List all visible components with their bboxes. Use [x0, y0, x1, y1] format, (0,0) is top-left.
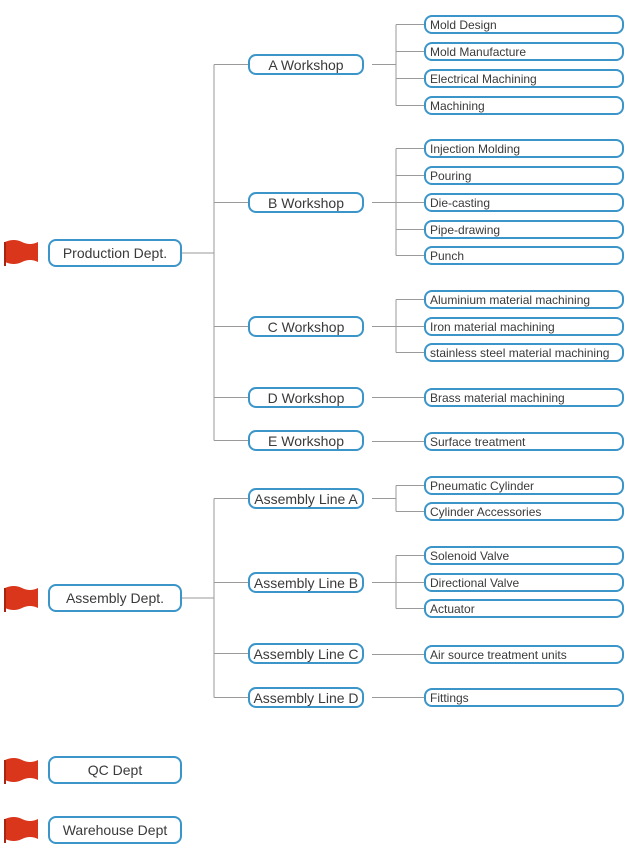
workshop-box[interactable]: A Workshop — [248, 54, 364, 75]
flag-icon — [4, 240, 38, 266]
assembly-line-box[interactable]: Assembly Line A — [248, 488, 364, 509]
flag-icon — [4, 817, 38, 843]
product-box[interactable]: Solenoid Valve — [424, 546, 624, 565]
flag-icon — [4, 758, 38, 784]
product-box[interactable]: Cylinder Accessories — [424, 502, 624, 521]
department-box[interactable]: Warehouse Dept — [48, 816, 182, 844]
assembly-line-box[interactable]: Assembly Line C — [248, 643, 364, 664]
process-box[interactable]: Brass material machining — [424, 388, 624, 407]
process-box[interactable]: Surface treatment — [424, 432, 624, 451]
product-box[interactable]: Pneumatic Cylinder — [424, 476, 624, 495]
process-box[interactable]: Die-casting — [424, 193, 624, 212]
process-box[interactable]: Aluminium material machining — [424, 290, 624, 309]
process-box[interactable]: Pouring — [424, 166, 624, 185]
product-box[interactable]: Fittings — [424, 688, 624, 707]
process-box[interactable]: Pipe-drawing — [424, 220, 624, 239]
process-box[interactable]: stainless steel material machining — [424, 343, 624, 362]
flag-icon — [4, 586, 38, 612]
process-box[interactable]: Punch — [424, 246, 624, 265]
process-box[interactable]: Injection Molding — [424, 139, 624, 158]
assembly-line-box[interactable]: Assembly Line B — [248, 572, 364, 593]
workshop-box[interactable]: D Workshop — [248, 387, 364, 408]
workshop-box[interactable]: E Workshop — [248, 430, 364, 451]
product-box[interactable]: Directional Valve — [424, 573, 624, 592]
workshop-box[interactable]: C Workshop — [248, 316, 364, 337]
department-box[interactable]: Assembly Dept. — [48, 584, 182, 612]
process-box[interactable]: Mold Manufacture — [424, 42, 624, 61]
process-box[interactable]: Electrical Machining — [424, 69, 624, 88]
department-box[interactable]: QC Dept — [48, 756, 182, 784]
assembly-line-box[interactable]: Assembly Line D — [248, 687, 364, 708]
process-box[interactable]: Mold Design — [424, 15, 624, 34]
product-box[interactable]: Actuator — [424, 599, 624, 618]
department-box[interactable]: Production Dept. — [48, 239, 182, 267]
workshop-box[interactable]: B Workshop — [248, 192, 364, 213]
process-box[interactable]: Iron material machining — [424, 317, 624, 336]
product-box[interactable]: Air source treatment units — [424, 645, 624, 664]
process-box[interactable]: Machining — [424, 96, 624, 115]
